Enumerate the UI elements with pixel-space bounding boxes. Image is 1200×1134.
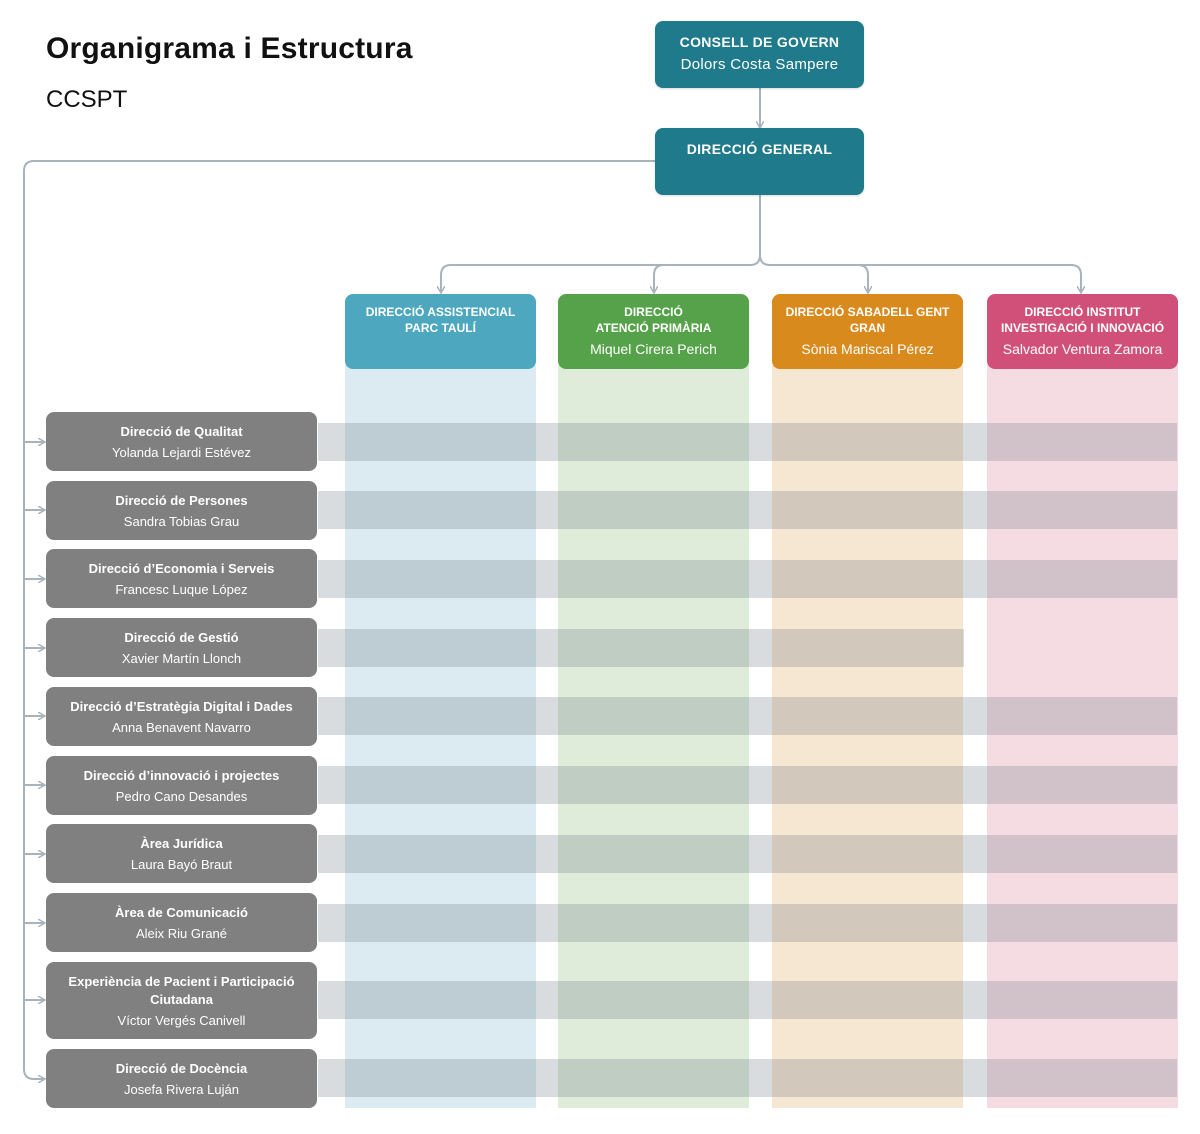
page-title: Organigrama i Estructura xyxy=(46,32,413,65)
row-box-juridica[interactable]: Àrea Jurídica Laura Bayó Braut xyxy=(46,824,317,883)
row-title: Direcció d’innovació i projectes xyxy=(83,768,280,783)
consell-title: CONSELL DE GOVERN xyxy=(679,34,840,50)
row-name: Aleix Riu Grané xyxy=(135,926,228,941)
row-band-qualitat xyxy=(318,423,1177,461)
row-name: Pedro Cano Desandes xyxy=(115,789,248,804)
column-name: Salvador Ventura Zamora xyxy=(1002,341,1163,357)
row-title: Direcció de Gestió xyxy=(124,630,239,645)
row-band-juridica xyxy=(318,835,1177,873)
row-title: Àrea Jurídica xyxy=(140,836,223,851)
direccio-general-box[interactable]: DIRECCIÓ GENERAL xyxy=(655,128,864,195)
row-band-comunicacio xyxy=(318,904,1177,942)
row-title: Àrea de Comunicació xyxy=(115,905,248,920)
column-title: DIRECCIÓ INSTITUT INVESTIGACIÓ I INNOVAC… xyxy=(1000,305,1165,335)
column-header-atencio-primaria[interactable]: DIRECCIÓ ATENCIÓ PRIMÀRIA Miquel Cirera … xyxy=(558,294,749,369)
row-box-economia[interactable]: Direcció d’Economia i Serveis Francesc L… xyxy=(46,549,317,608)
column-name: Sònia Mariscal Pérez xyxy=(801,341,934,357)
row-name: Xavier Martín Llonch xyxy=(121,651,242,666)
row-name: Anna Benavent Navarro xyxy=(112,720,251,735)
row-title: Direcció de Persones xyxy=(115,493,248,508)
row-name: Yolanda Lejardi Estévez xyxy=(111,445,251,460)
column-name: Miquel Cirera Perich xyxy=(590,341,717,357)
consell-de-govern-box[interactable]: CONSELL DE GOVERN Dolors Costa Sampere xyxy=(655,21,864,88)
column-header-assistencial[interactable]: DIRECCIÓ ASSISTENCIAL PARC TAULÍ xyxy=(345,294,536,369)
column-title: DIRECCIÓ ASSISTENCIAL PARC TAULÍ xyxy=(365,305,516,335)
page-subtitle: CCSPT xyxy=(46,86,128,113)
column-header-institut-investigacio[interactable]: DIRECCIÓ INSTITUT INVESTIGACIÓ I INNOVAC… xyxy=(987,294,1178,369)
row-band-experiencia xyxy=(318,981,1177,1019)
row-name: Josefa Rivera Luján xyxy=(124,1082,239,1097)
row-band-persones xyxy=(318,491,1177,529)
row-box-innovacio[interactable]: Direcció d’innovació i projectes Pedro C… xyxy=(46,756,317,815)
row-name: Francesc Luque López xyxy=(115,582,248,597)
row-box-gestio[interactable]: Direcció de Gestió Xavier Martín Llonch xyxy=(46,618,317,677)
row-band-innovacio xyxy=(318,766,1177,804)
column-bg-sabadell-gent-gran xyxy=(772,365,963,1108)
row-band-gestio xyxy=(318,629,964,667)
row-name: Sandra Tobias Grau xyxy=(123,514,240,529)
row-box-persones[interactable]: Direcció de Persones Sandra Tobias Grau xyxy=(46,481,317,540)
column-bg-assistencial xyxy=(345,365,536,1108)
column-bg-institut-investigacio xyxy=(987,365,1178,1108)
row-box-comunicacio[interactable]: Àrea de Comunicació Aleix Riu Grané xyxy=(46,893,317,952)
column-title: DIRECCIÓ SABADELL GENT GRAN xyxy=(785,305,950,335)
row-title: Direcció de Qualitat xyxy=(120,424,243,439)
row-band-economia xyxy=(318,560,1177,598)
consell-name: Dolors Costa Sampere xyxy=(680,56,839,73)
column-title: DIRECCIÓ ATENCIÓ PRIMÀRIA xyxy=(595,305,712,335)
column-header-sabadell-gent-gran[interactable]: DIRECCIÓ SABADELL GENT GRAN Sònia Marisc… xyxy=(772,294,963,369)
row-title: Direcció d’Estratègia Digital i Dades xyxy=(70,699,293,714)
direccio-general-title: DIRECCIÓ GENERAL xyxy=(686,141,833,157)
column-bg-atencio-primaria xyxy=(558,365,749,1108)
row-name: Víctor Vergés Canivell xyxy=(117,1013,246,1028)
row-band-docencia xyxy=(318,1059,1177,1097)
row-title: Experiència de Pacient i Participació Ci… xyxy=(68,974,295,1007)
row-box-qualitat[interactable]: Direcció de Qualitat Yolanda Lejardi Est… xyxy=(46,412,317,471)
row-box-estrategia-digital[interactable]: Direcció d’Estratègia Digital i Dades An… xyxy=(46,687,317,746)
row-title: Direcció d’Economia i Serveis xyxy=(88,561,275,576)
row-band-estrategia-digital xyxy=(318,697,1177,735)
row-box-experiencia[interactable]: Experiència de Pacient i Participació Ci… xyxy=(46,962,317,1039)
row-title: Direcció de Docència xyxy=(115,1061,248,1076)
row-name: Laura Bayó Braut xyxy=(130,857,233,872)
row-box-docencia[interactable]: Direcció de Docència Josefa Rivera Luján xyxy=(46,1049,317,1108)
